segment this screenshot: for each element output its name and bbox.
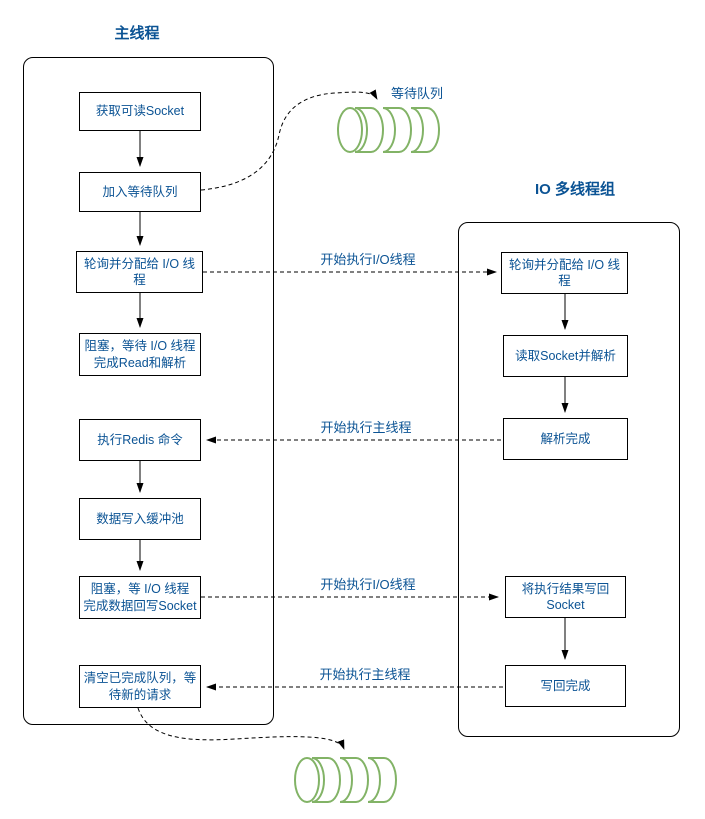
step-write-data-buffer: 数据写入缓冲池 — [79, 498, 201, 540]
io-thread-group-container — [458, 222, 680, 737]
step-join-wait-queue: 加入等待队列 — [79, 172, 201, 212]
step-get-readable-socket: 获取可读Socket — [79, 92, 201, 131]
io-step-parse-done: 解析完成 — [503, 418, 628, 460]
edge-label-start-io-read: 开始执行I/O线程 — [320, 252, 416, 267]
wait-queue-icon — [337, 107, 440, 153]
wait-queue-label: 等待队列 — [390, 86, 444, 101]
main-thread-container — [23, 57, 274, 725]
edge-label-resume-main-after-write: 开始执行主线程 — [319, 667, 411, 682]
step-block-wait-writeback: 阻塞，等 I/O 线程 完成数据回写Socket — [79, 576, 201, 619]
finished-queue-icon — [294, 757, 397, 803]
io-step-writeback-done: 写回完成 — [505, 665, 626, 707]
edge-label-resume-main-after-parse: 开始执行主线程 — [320, 420, 412, 435]
step-clear-finished-queue: 清空已完成队列，等 待新的请求 — [79, 665, 201, 708]
step-exec-redis-command: 执行Redis 命令 — [79, 419, 201, 461]
io-step-read-parse: 读取Socket并解析 — [503, 335, 628, 377]
io-step-poll-assign: 轮询并分配给 I/O 线程 — [501, 252, 628, 294]
io-group-title: IO 多线程组 — [534, 181, 616, 198]
edge-label-start-io-write: 开始执行I/O线程 — [320, 577, 416, 592]
io-step-write-result: 将执行结果写回 Socket — [505, 576, 626, 618]
step-poll-assign-io-thread: 轮询并分配给 I/O 线程 — [76, 251, 203, 293]
main-thread-title: 主线程 — [114, 25, 160, 42]
step-block-wait-read-parse: 阻塞，等待 I/O 线程 完成Read和解析 — [79, 333, 201, 376]
